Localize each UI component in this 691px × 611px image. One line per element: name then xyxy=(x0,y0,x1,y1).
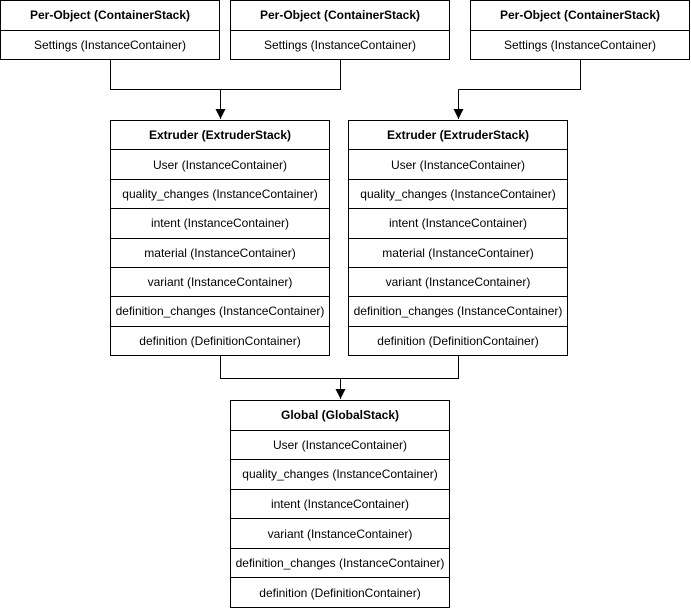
node-title: Extruder (ExtruderStack) xyxy=(148,128,292,143)
node-row-variant: variant (InstanceContainer) xyxy=(111,266,329,296)
node-title: Per-Object (ContainerStack) xyxy=(29,8,191,23)
node-row-definition: definition (DefinitionContainer) xyxy=(349,325,567,355)
node-row-settings: Settings (InstanceContainer) xyxy=(1,29,219,60)
node-per-object-stack-1: Per-Object (ContainerStack) Settings (In… xyxy=(0,0,220,60)
edge-per-object-1-2-merge xyxy=(110,60,341,90)
node-row-intent: intent (InstanceContainer) xyxy=(111,208,329,237)
node-per-object-stack-2: Per-Object (ContainerStack) Settings (In… xyxy=(230,0,450,60)
node-row-settings: Settings (InstanceContainer) xyxy=(471,29,689,60)
node-row-material: material (InstanceContainer) xyxy=(111,237,329,267)
node-row-definition-changes: definition_changes (InstanceContainer) xyxy=(231,547,449,578)
node-row-quality-changes: quality_changes (InstanceContainer) xyxy=(349,178,567,208)
node-row-variant: variant (InstanceContainer) xyxy=(231,518,449,548)
node-row-user: User (InstanceContainer) xyxy=(231,429,449,460)
node-row-quality-changes: quality_changes (InstanceContainer) xyxy=(231,459,449,489)
node-global-stack: Global (GlobalStack) User (InstanceConta… xyxy=(230,400,450,608)
node-row-intent: intent (InstanceContainer) xyxy=(231,488,449,519)
node-title: Per-Object (ContainerStack) xyxy=(499,8,661,23)
node-row-user: User (InstanceContainer) xyxy=(111,149,329,178)
node-row-intent: intent (InstanceContainer) xyxy=(349,208,567,237)
node-extruder-stack-1: Extruder (ExtruderStack) User (InstanceC… xyxy=(110,120,330,356)
edge-per-object-3 xyxy=(458,60,581,90)
node-row-settings: Settings (InstanceContainer) xyxy=(231,29,449,60)
node-title: Global (GlobalStack) xyxy=(280,408,400,423)
node-extruder-stack-2: Extruder (ExtruderStack) User (InstanceC… xyxy=(348,120,568,356)
node-title: Extruder (ExtruderStack) xyxy=(386,128,530,143)
node-row-user: User (InstanceContainer) xyxy=(349,149,567,178)
node-row-variant: variant (InstanceContainer) xyxy=(349,266,567,296)
node-title: Per-Object (ContainerStack) xyxy=(259,8,421,23)
node-row-material: material (InstanceContainer) xyxy=(349,237,567,267)
node-row-definition: definition (DefinitionContainer) xyxy=(231,577,449,607)
node-row-definition: definition (DefinitionContainer) xyxy=(111,325,329,355)
edge-extruders-merge xyxy=(220,356,459,379)
node-row-definition-changes: definition_changes (InstanceContainer) xyxy=(349,296,567,325)
node-row-definition-changes: definition_changes (InstanceContainer) xyxy=(111,296,329,325)
node-per-object-stack-3: Per-Object (ContainerStack) Settings (In… xyxy=(470,0,690,60)
node-row-quality-changes: quality_changes (InstanceContainer) xyxy=(111,178,329,208)
